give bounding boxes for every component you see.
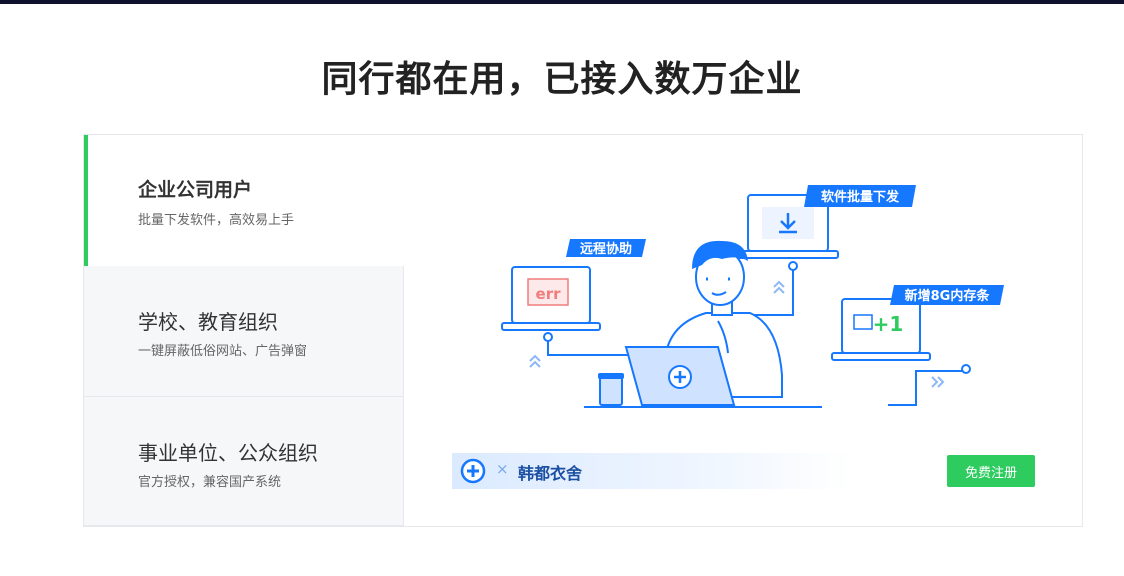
tab-enterprise[interactable]: 企业公司用户 批量下发软件，高效易上手: [84, 135, 404, 266]
customer-tabs: 企业公司用户 批量下发软件，高效易上手 学校、教育组织 一键屏蔽低俗网站、广告弹…: [84, 135, 404, 526]
main-laptop-icon: [584, 346, 822, 408]
err-text: err: [536, 285, 562, 303]
enterprise-illustration: err 远程协助 软件批量下发 +1 新增8G内存条: [501, 185, 1004, 408]
plus-one-text: +1: [873, 312, 904, 336]
svg-text:软件批量下发: 软件批量下发: [821, 189, 900, 205]
tab-desc: 一键屏蔽低俗网站、广告弹窗: [138, 344, 308, 359]
cross-icon: ×: [496, 460, 509, 478]
coffee-cup-icon: [598, 373, 624, 406]
page-title: 同行都在用，已接入数万企业: [321, 59, 803, 100]
tab-public-institution[interactable]: 事业单位、公众组织 官方授权，兼容国产系统: [84, 397, 404, 526]
remote-laptop-icon: err: [501, 266, 601, 331]
tag-memory: 新增8G内存条: [890, 285, 1004, 305]
tab-desc: 官方授权，兼容国产系统: [138, 475, 282, 490]
customer-brand-name: 韩都衣舍: [518, 464, 583, 483]
tab-education[interactable]: 学校、教育组织 一键屏蔽低俗网站、广告弹窗: [84, 266, 404, 397]
tab-title: 学校、教育组织: [138, 310, 278, 334]
tag-batch-deploy: 软件批量下发: [804, 185, 916, 207]
tag-remote: 远程协助: [566, 239, 646, 257]
customer-panel: 企业公司用户 批量下发软件，高效易上手 学校、教育组织 一键屏蔽低俗网站、广告弹…: [83, 134, 1083, 527]
customer-brand-bar: × 韩都衣舍: [452, 453, 852, 489]
tab-desc: 批量下发软件，高效易上手: [138, 213, 295, 228]
top-bar: [0, 0, 1124, 4]
product-logo-icon: [460, 458, 486, 484]
svg-text:新增8G内存条: 新增8G内存条: [905, 288, 991, 304]
free-signup-button[interactable]: 免费注册: [947, 455, 1035, 487]
tab-title: 企业公司用户: [138, 179, 253, 201]
memory-laptop-icon: +1: [831, 298, 931, 361]
svg-text:远程协助: 远程协助: [580, 241, 632, 257]
tab-title: 事业单位、公众组织: [138, 441, 318, 465]
